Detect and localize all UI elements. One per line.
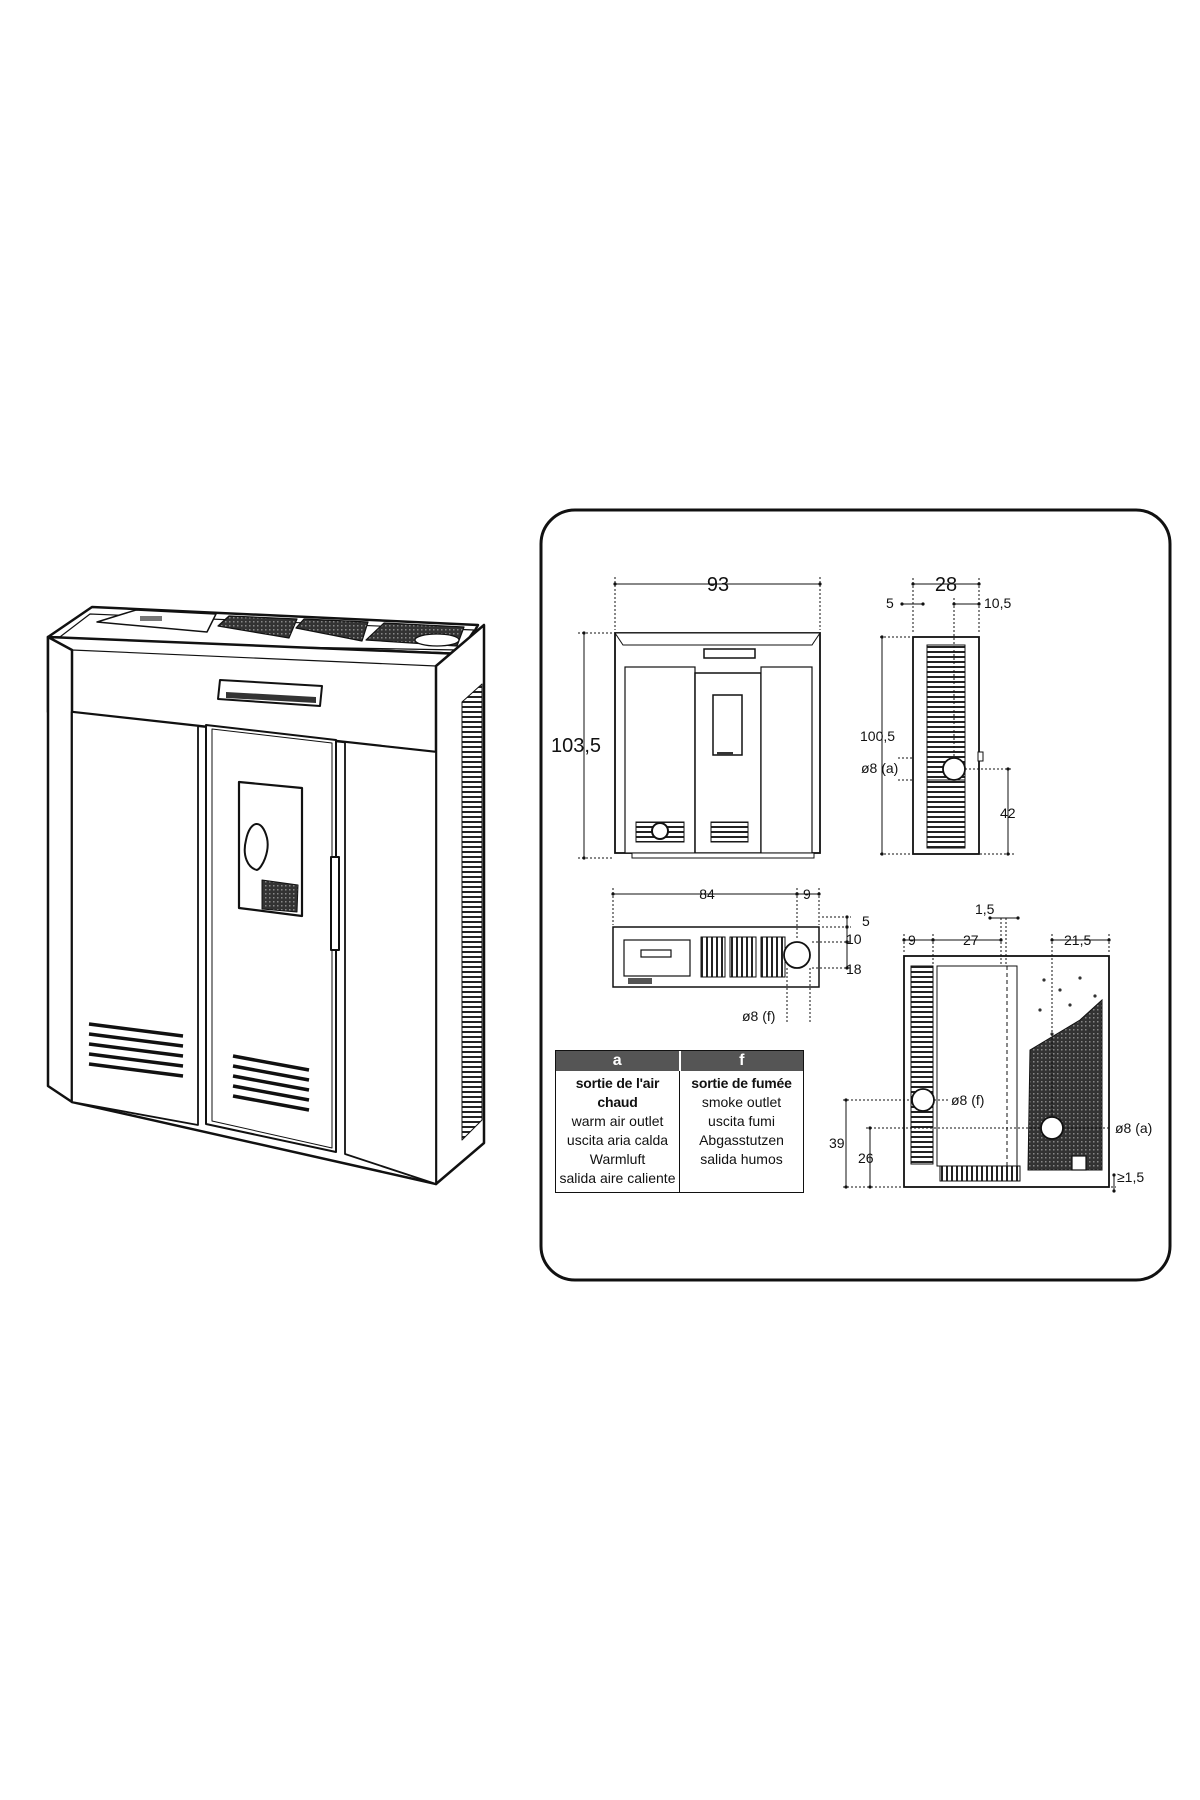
top-dimensions (611, 888, 851, 1024)
rear-right-span-label: 21,5 (1064, 932, 1091, 948)
rear-smoke-outlet-label: ø8 (f) (951, 1092, 984, 1108)
legend-header-f: f (678, 1051, 804, 1071)
legend-f-line: smoke outlet (701, 1094, 782, 1110)
door-window (237, 780, 304, 918)
front-height-label: 103,5 (551, 735, 601, 757)
flame-icon (243, 823, 269, 871)
legend-f-line: sortie de fumée (691, 1075, 792, 1091)
front-height-dimension (578, 631, 612, 860)
top-outlet-depth-label: 18 (846, 961, 862, 977)
rear-upper-span-label: 27 (963, 932, 979, 948)
rear-view-drawing (903, 955, 1110, 1188)
legend-header-a: a (612, 1052, 622, 1069)
side-offset-right-label: 10,5 (984, 595, 1011, 611)
legend-f-line: Abgasstutzen (699, 1132, 784, 1148)
top-right-offset-label: 9 (803, 886, 811, 902)
legend-f-line: uscita fumi (708, 1113, 775, 1129)
top-outlet-ring (414, 633, 460, 647)
top-grille-1 (217, 615, 298, 639)
legend-a-line: sortie de l'air chaud (575, 1075, 660, 1110)
legend-header-row: a f (556, 1051, 803, 1071)
side-depth-label: 28 (935, 574, 957, 596)
legend-a-line: Warmluft (589, 1151, 646, 1167)
top-smoke-outlet-label: ø8 (f) (742, 1008, 775, 1024)
rear-bottom-clearance-label: ≥1,5 (1117, 1169, 1144, 1185)
rear-height-low-label: 26 (858, 1150, 874, 1166)
rear-left-margin-label: 9 (908, 932, 916, 948)
side-air-outlet-label: ø8 (a) (861, 760, 898, 776)
legend-column-f: sortie de fumée smoke outlet uscita fumi… (679, 1071, 803, 1192)
front-view-drawing (614, 632, 821, 859)
outlet-legend-table: a f sortie de l'air chaud warm air outle… (555, 1050, 804, 1193)
legend-body-row: sortie de l'air chaud warm air outlet us… (556, 1071, 803, 1192)
side-dimensions (880, 578, 1014, 856)
top-view-drawing (612, 926, 820, 988)
legend-a-line: salida aire caliente (559, 1170, 676, 1186)
legend-column-a: sortie de l'air chaud warm air outlet us… (556, 1071, 679, 1192)
top-grille-2 (295, 618, 369, 642)
stove-perspective-illustration (46, 605, 486, 1186)
side-outlet-height-label: 42 (1000, 805, 1016, 821)
legend-a-line: uscita aria calda (566, 1132, 669, 1148)
front-width-label: 93 (707, 574, 729, 596)
rear-small-gap-label: 1,5 (975, 901, 995, 917)
side-view-drawing (912, 636, 984, 855)
rear-air-outlet-label: ø8 (a) (1115, 1120, 1152, 1136)
legend-a-line: warm air outlet (571, 1113, 664, 1129)
door-bottom-vent (232, 1054, 310, 1112)
left-bottom-vent (88, 1022, 184, 1078)
front-width-dimension (613, 577, 822, 630)
side-height-label: 100,5 (860, 728, 895, 744)
top-width-label: 84 (699, 886, 715, 902)
rear-dimensions (843, 916, 1116, 1193)
side-offset-left-label: 5 (886, 595, 894, 611)
top-offset-label: 5 (862, 913, 870, 929)
legend-f-line: salida humos (700, 1151, 783, 1167)
top-outlet-offset-label: 10 (846, 931, 862, 947)
rear-height-high-label: 39 (829, 1135, 845, 1151)
